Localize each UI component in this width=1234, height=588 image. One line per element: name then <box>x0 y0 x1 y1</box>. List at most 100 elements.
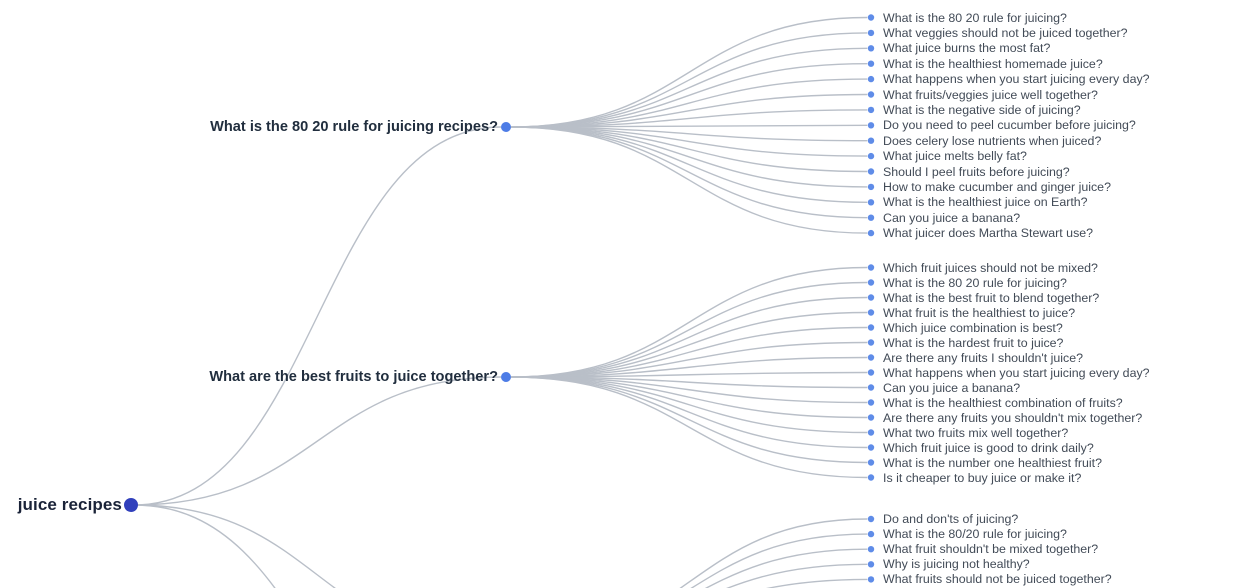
leaf-node-dot[interactable] <box>867 530 875 538</box>
leaf-question[interactable]: What juicer does Martha Stewart use? <box>883 226 1094 241</box>
leaf-node-dot[interactable] <box>867 444 875 451</box>
leaf-question[interactable]: Do and don'ts of juicing? <box>883 512 1019 526</box>
leaf-question[interactable]: What is the 80/20 rule for juicing? <box>883 527 1067 542</box>
link-branch-to-leaf <box>510 296 868 378</box>
leaf-question[interactable]: What is the best fruit to blend together… <box>883 290 1100 305</box>
leaf-node-dot[interactable] <box>867 474 875 481</box>
leaf-question[interactable]: How to make cucumber and ginger juice? <box>883 179 1111 194</box>
leaf-node-dot[interactable] <box>867 199 875 206</box>
link-branch-to-leaf <box>510 376 868 449</box>
link-branch-to-leaf <box>510 47 868 128</box>
leaf-question[interactable]: What is the healthiest homemade juice? <box>883 56 1103 71</box>
root-node-dot[interactable] <box>124 498 138 512</box>
leaf-question[interactable]: What happens when you start juicing ever… <box>883 365 1150 380</box>
leaf-node-dot[interactable] <box>867 429 875 436</box>
link-root-to-branch <box>133 504 336 588</box>
link-branch-to-leaf <box>510 376 868 389</box>
leaf-question[interactable]: Why is juicing not healthy? <box>883 557 1030 572</box>
leaf-node-dot[interactable] <box>867 561 875 568</box>
leaf-question[interactable]: Which juice combination is best? <box>883 320 1063 335</box>
leaf-node-dot[interactable] <box>867 264 875 271</box>
link-root-to-branch <box>133 376 502 506</box>
leaf-question[interactable]: Do you need to peel cucumber before juic… <box>883 118 1136 133</box>
leaf-node-dot[interactable] <box>867 339 875 346</box>
root-node-label[interactable]: juice recipes <box>17 495 122 514</box>
leaf-question[interactable]: What fruit is the healthiest to juice? <box>883 305 1076 320</box>
leaf-node-dot[interactable] <box>867 414 875 421</box>
link-branch-to-leaf <box>679 518 868 588</box>
leaf-question[interactable]: Does celery lose nutrients when juiced? <box>883 133 1102 148</box>
link-branch-to-leaf <box>510 376 868 419</box>
leaf-question[interactable]: What fruit shouldn't be mixed together? <box>883 542 1099 557</box>
link-root-to-branch <box>133 504 276 588</box>
link-root-to-branch <box>133 126 502 506</box>
leaf-question[interactable]: Are there any fruits you shouldn't mix t… <box>883 410 1143 425</box>
leaf-question[interactable]: What is the negative side of juicing? <box>883 102 1081 117</box>
leaf-question[interactable]: What is the number one healthiest fruit? <box>883 455 1103 470</box>
leaf-question[interactable]: What is the healthiest juice on Earth? <box>883 195 1088 210</box>
branch-node-label-1[interactable]: What is the 80 20 rule for juicing recip… <box>210 119 498 135</box>
leaf-node-dot[interactable] <box>867 45 875 52</box>
leaf-question[interactable]: What juice burns the most fat? <box>883 41 1051 56</box>
leaf-node-dot[interactable] <box>867 60 875 67</box>
leaf-node-dot[interactable] <box>867 137 875 144</box>
leaf-node-dot[interactable] <box>867 309 875 316</box>
link-branch-to-leaf <box>765 578 868 588</box>
link-branch-to-leaf <box>510 32 868 128</box>
branch-node-dot[interactable] <box>501 372 511 382</box>
leaf-question[interactable]: What two fruits mix well together? <box>883 425 1069 440</box>
leaf-node-dot[interactable] <box>867 576 875 583</box>
leaf-node-dot[interactable] <box>867 279 875 286</box>
link-branch-to-leaf <box>510 266 868 378</box>
leaf-node-dot[interactable] <box>867 106 875 114</box>
leaf-node-dot[interactable] <box>867 183 875 191</box>
link-branch-to-leaf <box>510 126 868 234</box>
leaf-node-dot[interactable] <box>867 324 875 331</box>
link-branch-to-leaf <box>510 78 868 128</box>
leaf-node-dot[interactable] <box>867 399 875 406</box>
leaf-node-dot[interactable] <box>867 214 875 221</box>
leaf-question[interactable]: Is it cheaper to buy juice or make it? <box>883 470 1082 485</box>
branch-node-label-2[interactable]: What are the best fruits to juice togeth… <box>209 369 498 385</box>
leaf-node-dot[interactable] <box>867 75 875 83</box>
leaf-node-dot[interactable] <box>867 384 875 391</box>
leaf-node-dot[interactable] <box>867 294 875 301</box>
leaf-node-dot[interactable] <box>867 122 875 129</box>
leaf-question[interactable]: What is the healthiest combination of fr… <box>883 395 1123 410</box>
leaf-node-dot[interactable] <box>867 459 875 466</box>
leaf-question[interactable]: Which fruit juices should not be mixed? <box>883 260 1098 275</box>
leaf-question[interactable]: Can you juice a banana? <box>883 210 1021 225</box>
link-branch-to-leaf <box>510 93 868 128</box>
branch-node-dot[interactable] <box>501 122 511 132</box>
leaf-question[interactable]: What is the 80 20 rule for juicing? <box>883 10 1067 25</box>
link-branch-to-leaf <box>510 124 868 128</box>
leaf-node-dot[interactable] <box>867 229 875 237</box>
leaf-node-dot[interactable] <box>867 14 875 21</box>
leaf-question[interactable]: What fruits should not be juiced togethe… <box>883 572 1112 587</box>
leaf-question[interactable]: What happens when you start juicing ever… <box>883 72 1150 87</box>
leaf-question[interactable]: What veggies should not be juiced togeth… <box>883 25 1128 40</box>
leaf-question[interactable]: What juice melts belly fat? <box>883 149 1027 164</box>
link-branch-to-leaf <box>510 371 868 378</box>
leaf-question[interactable]: What fruits/veggies juice well together? <box>883 87 1098 102</box>
leaf-node-dot[interactable] <box>867 515 875 523</box>
link-branch-to-leaf <box>510 376 868 404</box>
leaf-question[interactable]: Which fruit juice is good to drink daily… <box>883 440 1094 455</box>
leaf-question[interactable]: What is the 80 20 rule for juicing? <box>883 275 1067 290</box>
leaf-node-dot[interactable] <box>867 546 875 553</box>
leaf-question[interactable]: Can you juice a banana? <box>883 380 1021 395</box>
link-branch-to-leaf <box>510 376 868 434</box>
leaf-node-dot[interactable] <box>867 369 875 376</box>
leaf-question[interactable]: Are there any fruits I shouldn't juice? <box>883 350 1084 365</box>
leaf-node-dot[interactable] <box>867 152 875 160</box>
link-branch-to-leaf <box>510 126 868 157</box>
link-branch-to-leaf <box>510 16 868 128</box>
leaf-question[interactable]: What is the hardest fruit to juice? <box>883 335 1064 350</box>
leaf-node-dot[interactable] <box>867 168 875 175</box>
leaf-node-dot[interactable] <box>867 354 875 361</box>
link-branch-to-leaf <box>510 326 868 378</box>
leaf-node-dot[interactable] <box>867 29 875 37</box>
leaf-node-dot[interactable] <box>867 91 875 98</box>
leaf-question[interactable]: Should I peel fruits before juicing? <box>883 164 1070 179</box>
